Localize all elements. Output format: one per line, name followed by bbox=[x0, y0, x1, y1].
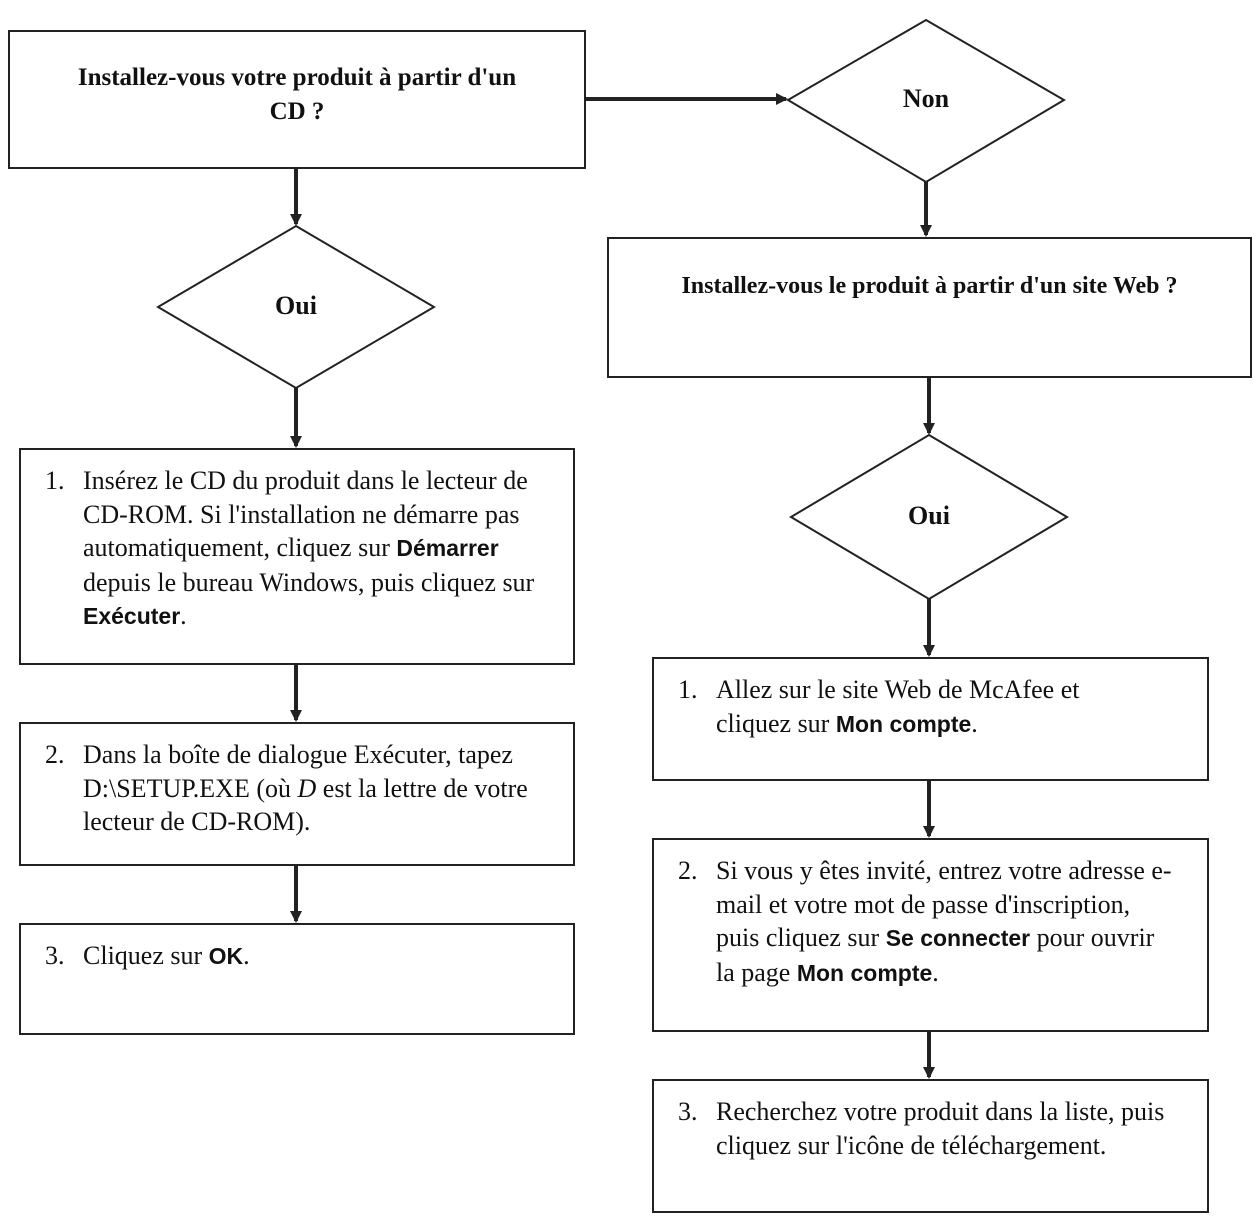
right-step-2-text: 2.Si vous y êtes invité, entrez votre ad… bbox=[678, 856, 1172, 987]
left-step-3-box: 3.Cliquez sur OK. bbox=[19, 923, 575, 1035]
left-step-1-box: 1.Insérez le CD du produit dans le lecte… bbox=[19, 448, 575, 665]
non-label: Non bbox=[902, 84, 950, 113]
oui-left-label: Oui bbox=[275, 291, 317, 320]
left-step-1-text: 1.Insérez le CD du produit dans le lecte… bbox=[45, 466, 535, 630]
step-number: 3. bbox=[45, 941, 65, 970]
question-web-text: Installez-vous le produit à partir d'un … bbox=[681, 273, 1178, 299]
question-cd-box: Installez-vous votre produit à partir d'… bbox=[8, 30, 586, 169]
right-step-3-text: 3.Recherchez votre produit dans la liste… bbox=[678, 1097, 1165, 1160]
step-number: 1. bbox=[45, 466, 65, 495]
step-number: 2. bbox=[678, 856, 698, 885]
step-number: 2. bbox=[45, 740, 65, 769]
right-step-2-box: 2.Si vous y êtes invité, entrez votre ad… bbox=[652, 838, 1209, 1032]
step-number: 1. bbox=[678, 675, 698, 704]
right-step-1-box: 1.Allez sur le site Web de McAfee et cli… bbox=[652, 657, 1209, 781]
step-number: 3. bbox=[678, 1097, 698, 1126]
question-web-box: Installez-vous le produit à partir d'un … bbox=[607, 237, 1252, 378]
question-cd-text: Installez-vous votre produit à partir d'… bbox=[77, 63, 517, 125]
right-step-3-box: 3.Recherchez votre produit dans la liste… bbox=[652, 1079, 1209, 1213]
left-step-2-text: 2.Dans la boîte de dialogue Exécuter, ta… bbox=[45, 740, 528, 836]
left-step-3-text: 3.Cliquez sur OK. bbox=[45, 939, 559, 974]
left-step-2-box: 2.Dans la boîte de dialogue Exécuter, ta… bbox=[19, 722, 575, 866]
right-step-1-text: 1.Allez sur le site Web de McAfee et cli… bbox=[678, 675, 1080, 738]
oui-right-label: Oui bbox=[908, 501, 950, 530]
